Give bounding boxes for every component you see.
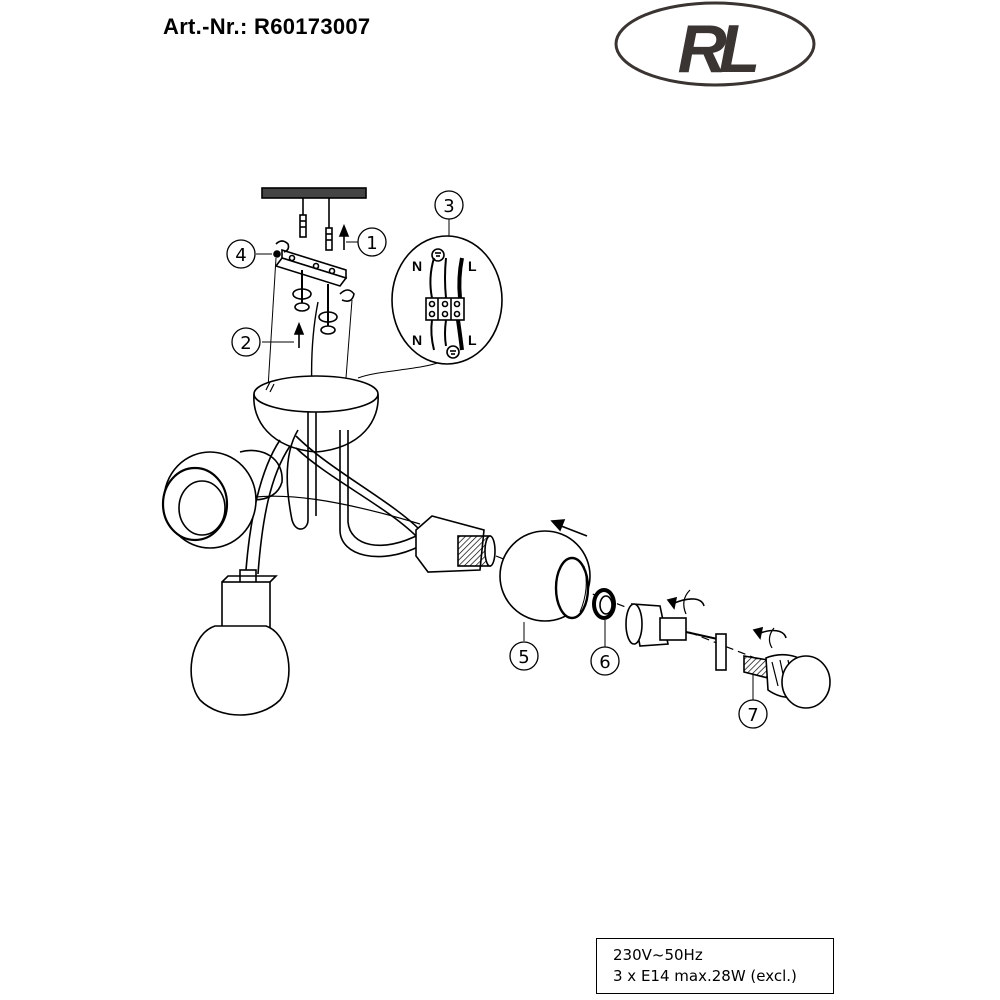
callout-1: 1 [357, 227, 387, 257]
arrow-up-icon [293, 321, 305, 348]
svg-text:6: 6 [599, 652, 610, 673]
svg-text:3: 3 [443, 196, 454, 217]
svg-text:5: 5 [518, 647, 529, 668]
neutral-label-top: N [412, 258, 422, 274]
mounting-bracket [273, 240, 355, 335]
arrow-up-icon [338, 223, 350, 250]
lamp-head-bottom [190, 569, 290, 716]
svg-text:4: 4 [235, 245, 246, 266]
svg-text:1: 1 [366, 233, 377, 254]
rotate-arrow-icon [752, 626, 787, 649]
shade-ring [592, 588, 616, 620]
wiring-detail [357, 235, 503, 379]
article-number: Art.-Nr.: R60173007 [163, 14, 371, 39]
brand-logo: RL [614, 1, 816, 87]
callout-2: 2 [231, 327, 261, 357]
glass-shade [499, 530, 591, 622]
logo-lettering: RL [678, 11, 757, 87]
e14-bulb [743, 653, 831, 709]
lamp-holder [625, 603, 727, 671]
arrow-left-icon [550, 519, 588, 537]
callout-3: 3 [434, 190, 464, 220]
electrical-spec-box: 230V~50Hz 3 x E14 max.28W (excl.) [596, 938, 834, 994]
live-label-top: L [468, 258, 477, 274]
ceiling-anchors [299, 198, 333, 251]
neutral-label-bottom: N [412, 332, 422, 348]
bulb-spec: 3 x E14 max.28W (excl.) [613, 967, 797, 985]
svg-text:7: 7 [747, 705, 758, 726]
ceiling [261, 187, 367, 199]
lamp-arms [235, 412, 421, 575]
rotate-arrow-icon [666, 589, 705, 615]
callout-4: 4 [226, 239, 256, 269]
svg-text:2: 2 [240, 333, 251, 354]
live-label-bottom: L [468, 332, 477, 348]
callout-7: 7 [738, 699, 768, 729]
callout-6: 6 [590, 646, 620, 676]
lamp-head-left [161, 449, 283, 549]
voltage-spec: 230V~50Hz [613, 946, 703, 964]
callout-5: 5 [509, 641, 539, 671]
lamp-socket [415, 515, 496, 573]
